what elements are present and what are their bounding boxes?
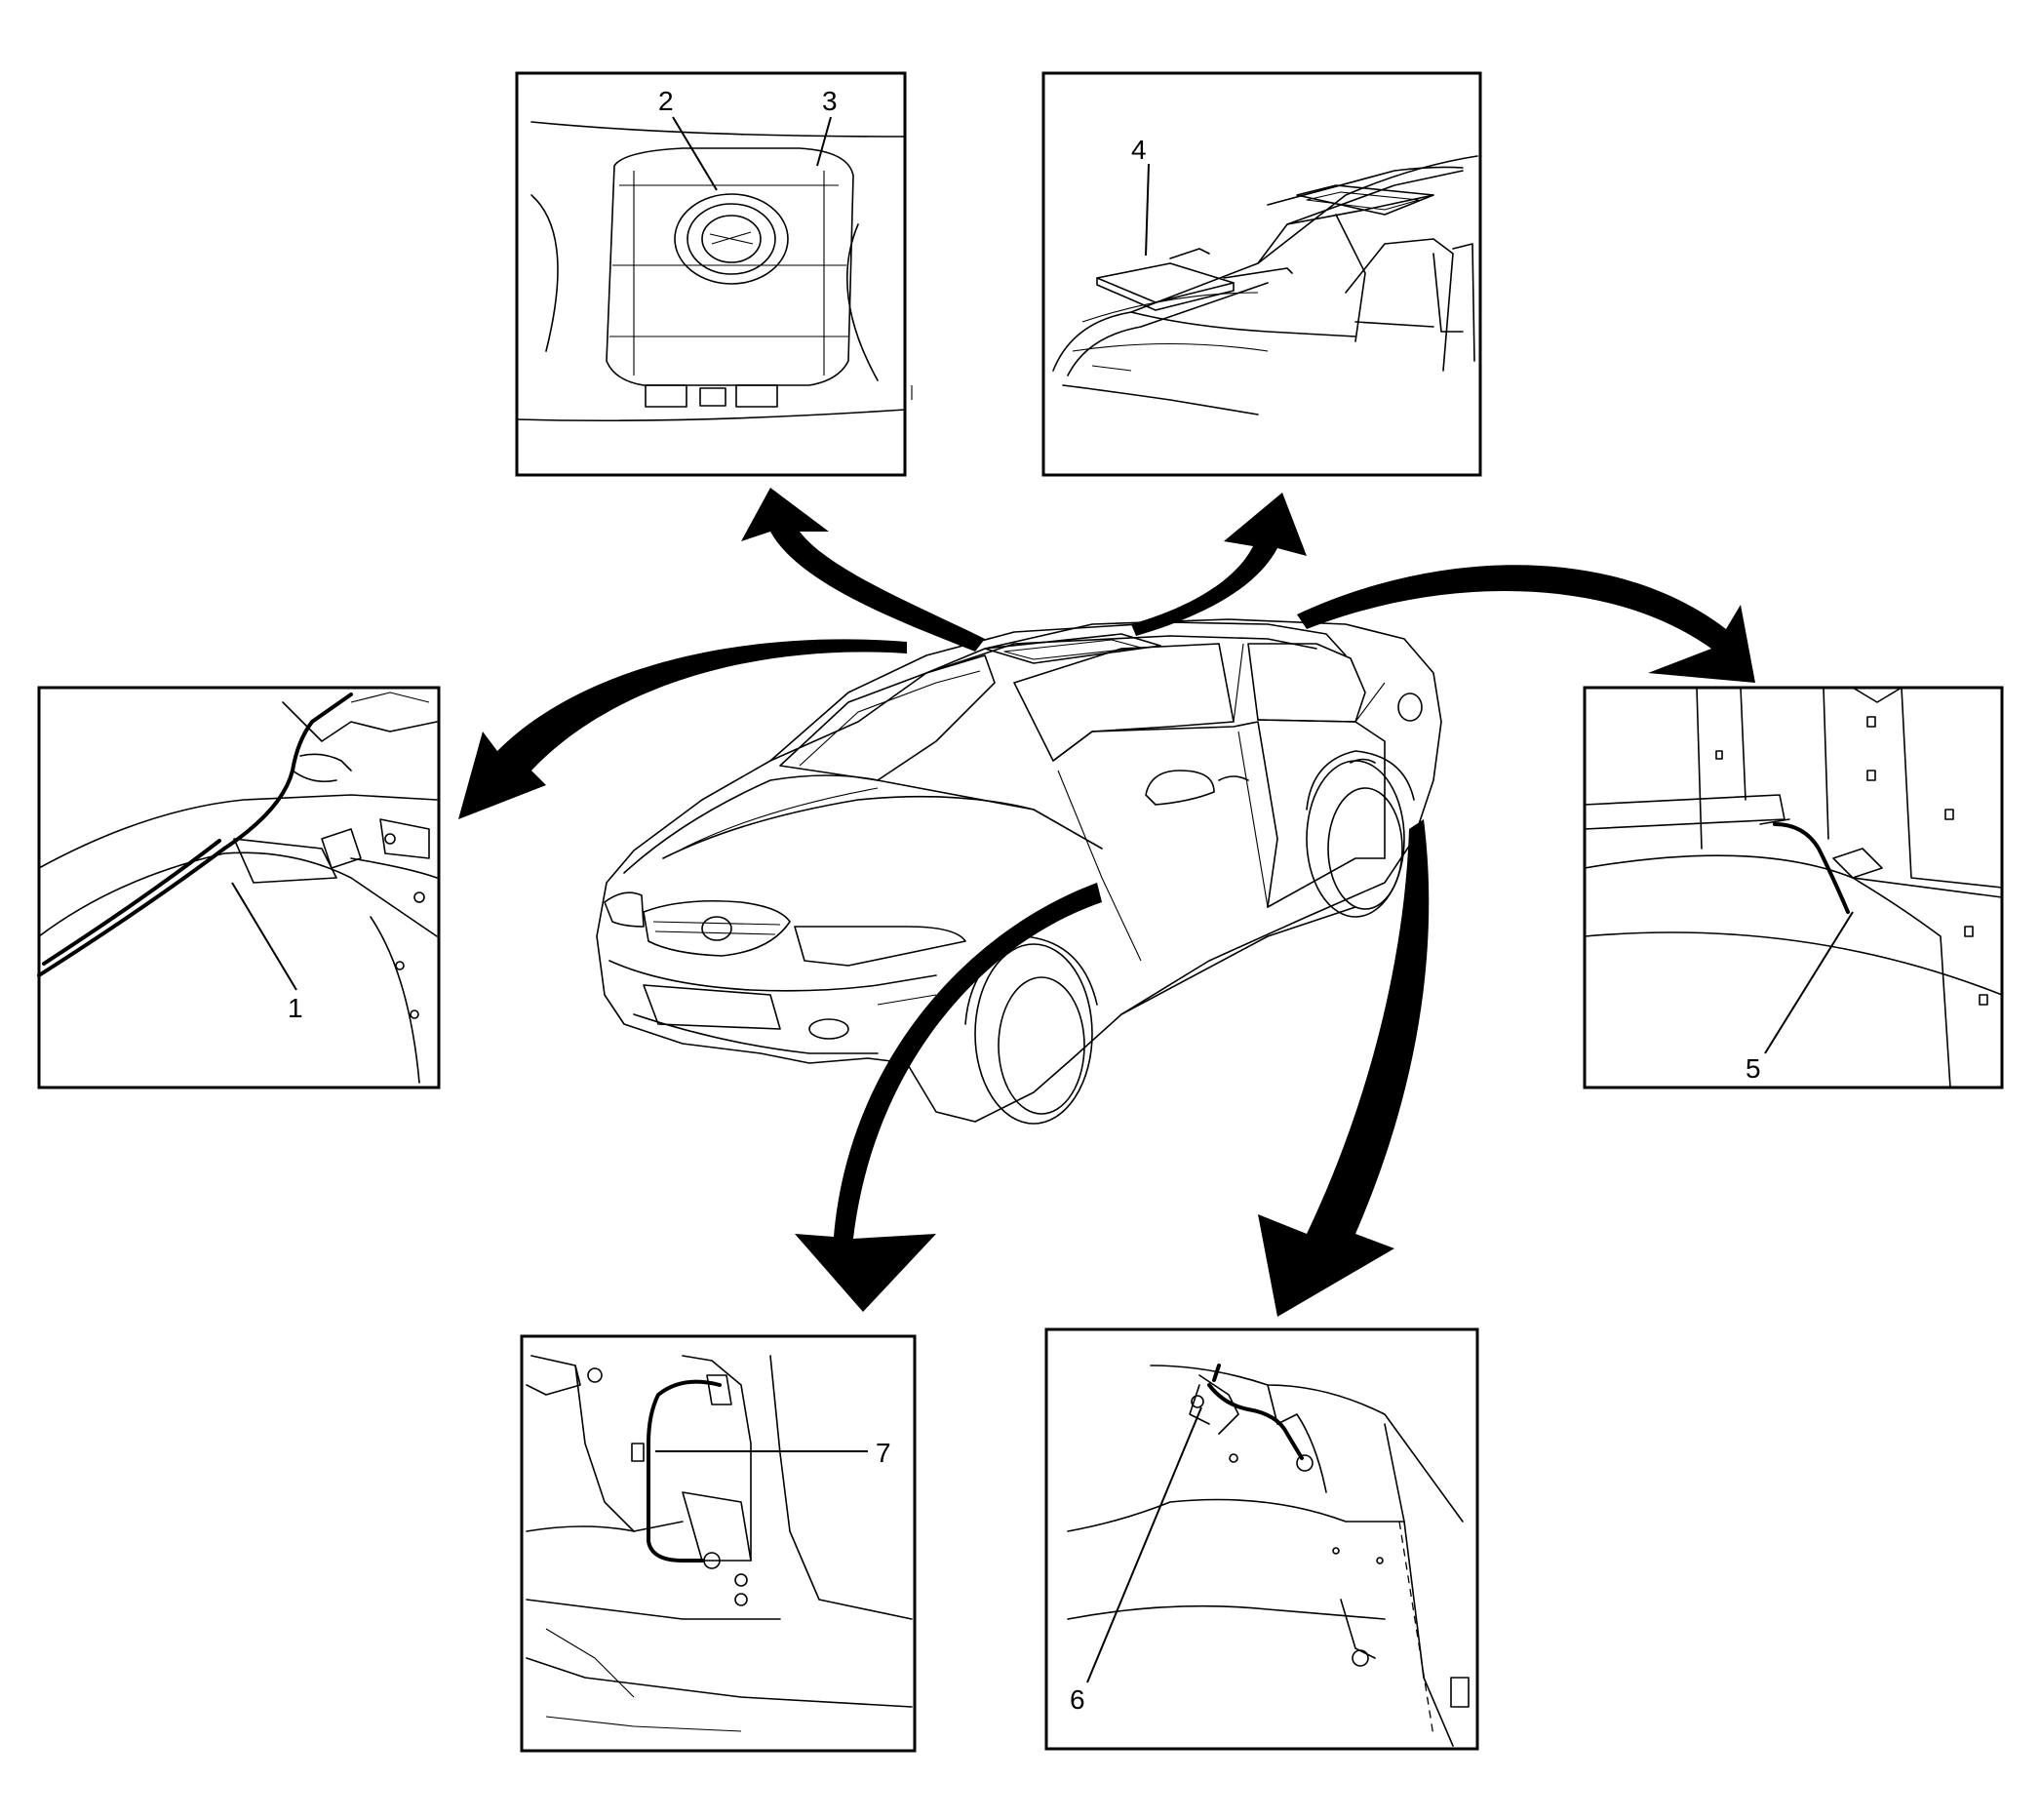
arrow-to-a-pillar bbox=[458, 639, 907, 819]
callout-2: 2 bbox=[658, 86, 674, 116]
panel-rear-quarter-cable: 6 bbox=[1044, 1327, 1479, 1751]
panel-a-pillar-cable: 1 bbox=[37, 686, 441, 1089]
arrow-to-console bbox=[741, 488, 985, 652]
arrow-to-b-pillar bbox=[795, 883, 1102, 1312]
callout-1: 1 bbox=[288, 993, 303, 1023]
callout-5: 5 bbox=[1746, 1053, 1761, 1084]
panel-b-pillar-cable: 7 bbox=[520, 1334, 917, 1753]
callout-7: 7 bbox=[876, 1438, 891, 1468]
arrow-to-rear-quarter bbox=[1258, 819, 1430, 1317]
callout-6: 6 bbox=[1070, 1684, 1085, 1715]
arrow-to-roof bbox=[1131, 493, 1307, 636]
callout-4: 4 bbox=[1131, 135, 1147, 165]
vehicle-illustration bbox=[596, 618, 1442, 1125]
panel-overhead-console: 2 3 bbox=[515, 71, 913, 477]
callout-arrows bbox=[458, 488, 1755, 1317]
callout-3: 3 bbox=[822, 86, 838, 116]
panel-roof-antenna: 4 bbox=[1041, 71, 1482, 477]
panel-c-pillar-cable: 5 bbox=[1583, 686, 2004, 1089]
arrow-to-c-pillar bbox=[1297, 565, 1755, 683]
